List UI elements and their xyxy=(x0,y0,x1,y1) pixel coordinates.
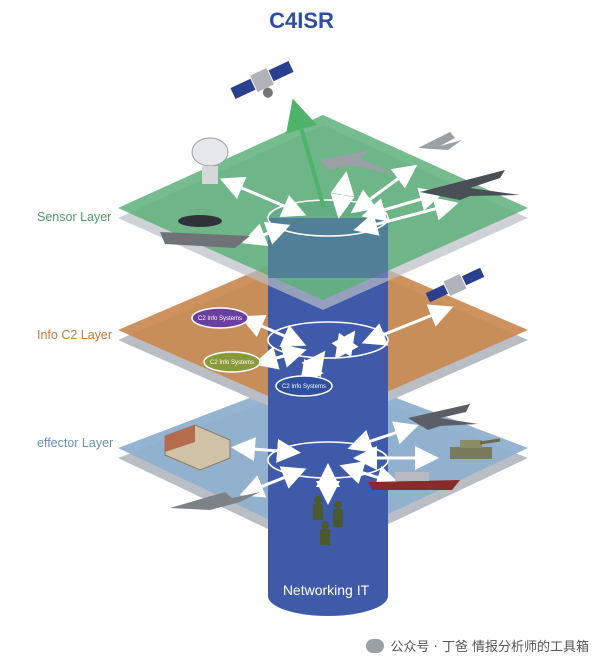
c2-info-system-1-label: C2 Info Systems xyxy=(198,316,242,322)
wechat-icon xyxy=(366,638,385,653)
watermark: 公众号 · 丁爸 情报分析师的工具箱 xyxy=(366,636,589,655)
info-arrows xyxy=(239,304,454,386)
info-c2-layer-label: Info C2 Layer xyxy=(37,328,113,342)
awacs-aircraft-icon xyxy=(160,215,250,248)
c2-info-system-2-label: C2 Info Systems xyxy=(210,360,254,366)
satellite-icon xyxy=(425,267,485,303)
drone-aircraft-icon xyxy=(320,150,395,175)
warship-icon xyxy=(368,472,460,490)
fighter-jet-icon xyxy=(408,404,478,430)
c2-info-system-2: C2 Info Systems xyxy=(203,351,261,373)
jet-aircraft-icon xyxy=(420,170,520,200)
soldiers-icon xyxy=(313,496,343,545)
watermark-text: 公众号 · 丁爸 情报分析师的工具箱 xyxy=(390,640,589,655)
satellite-icon xyxy=(230,61,294,99)
tank-icon xyxy=(450,438,501,459)
buildings-icon xyxy=(164,424,231,471)
c2-info-system-3: C2 Info Systems xyxy=(275,375,333,397)
effector-layer-label: effector Layer xyxy=(37,436,114,450)
sensor-arrows xyxy=(219,98,459,246)
sensor-layer-label: Sensor Layer xyxy=(37,210,112,224)
diagram-title: C4ISR xyxy=(269,8,334,33)
networking-it-label: Networking IT xyxy=(282,582,370,598)
c2-info-system-3-label: C2 Info Systems xyxy=(282,384,326,390)
radar-dish-icon xyxy=(191,137,229,184)
effector-arrows xyxy=(231,421,439,505)
c2-info-system-1: C2 Info Systems xyxy=(191,307,249,329)
uav-aircraft-icon xyxy=(170,492,260,510)
small-aircraft-icon xyxy=(418,132,462,150)
